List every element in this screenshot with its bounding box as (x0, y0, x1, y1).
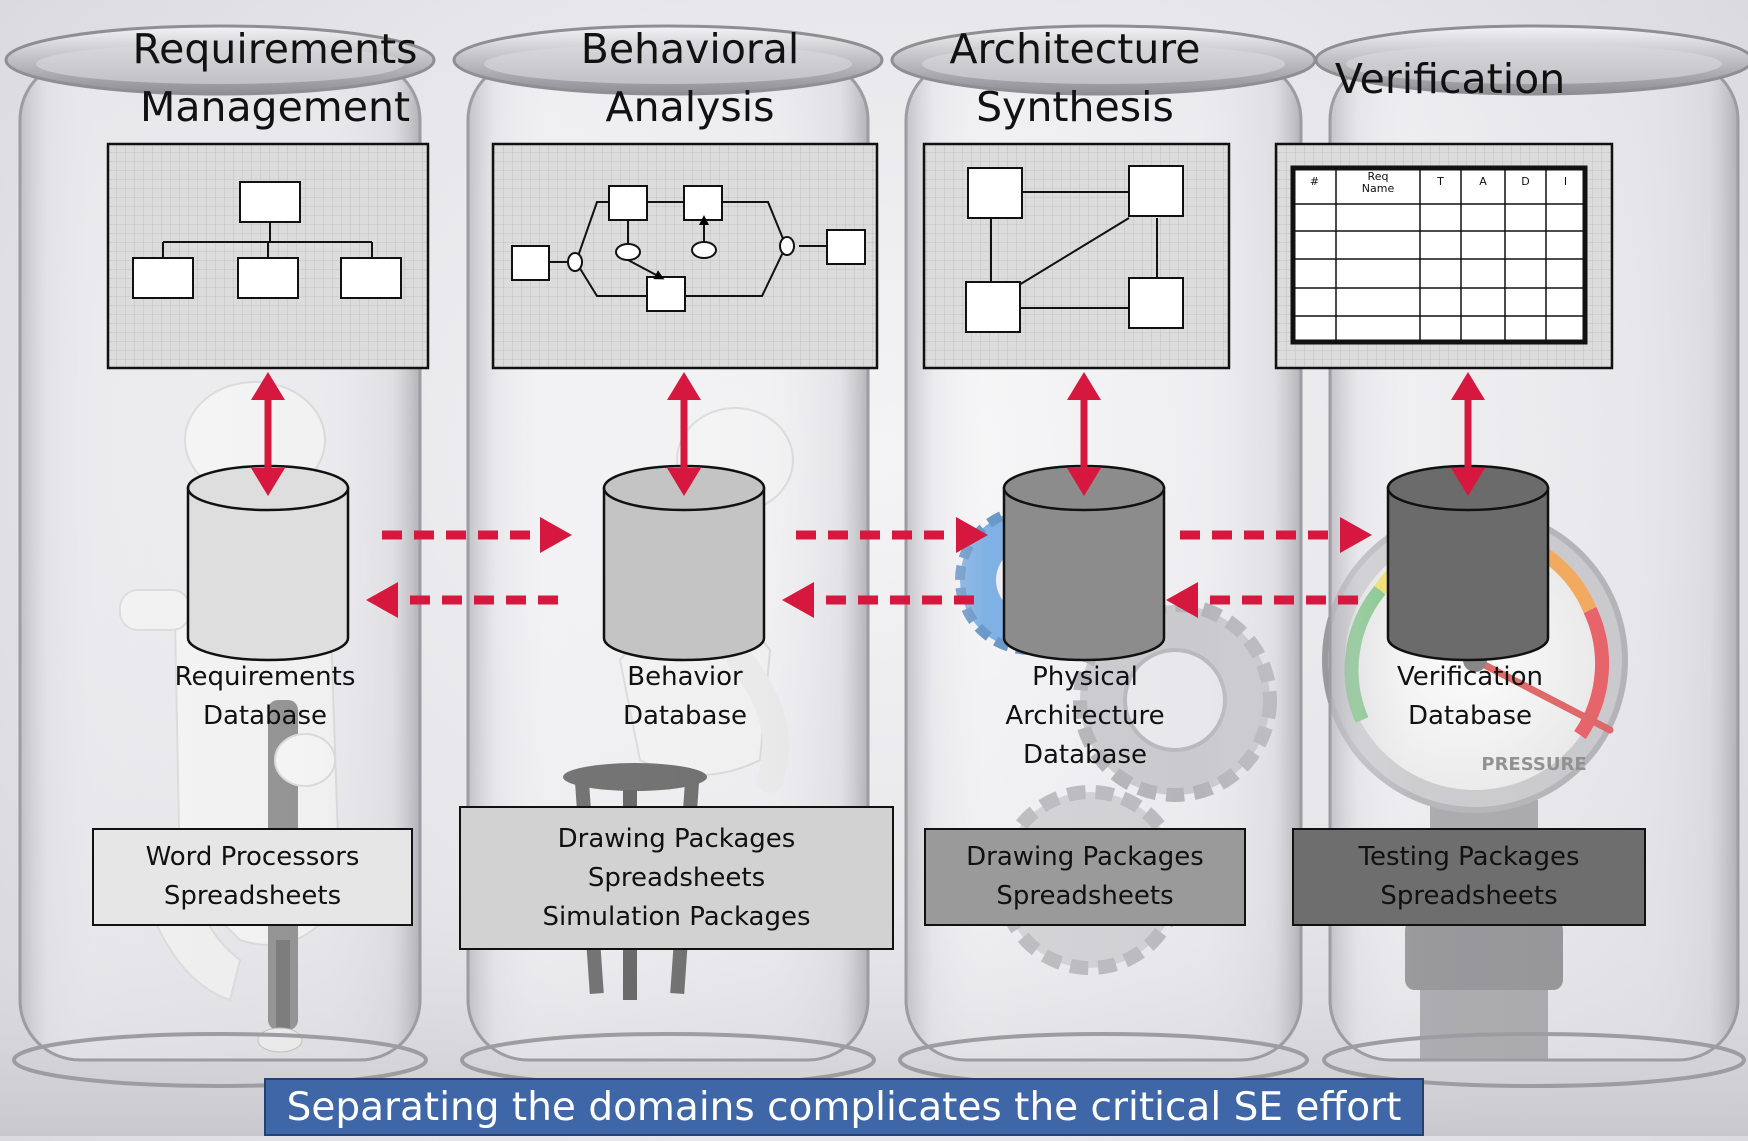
behavior-branch-line (575, 201, 609, 263)
behavior-node (779, 236, 795, 256)
arrowhead-right (956, 517, 988, 553)
arrowhead-right (540, 517, 572, 553)
hierarchy-child-box (237, 257, 299, 299)
column-title-architecture-synthesis: Architecture Synthesis (910, 20, 1240, 136)
glass-tube-opening (484, 44, 852, 84)
hierarchy-child-box (132, 257, 194, 299)
arrowhead-up (1067, 372, 1101, 400)
column-title-line: Behavioral (580, 25, 800, 73)
tool-item: Drawing Packages (557, 823, 796, 854)
arrowhead-down (251, 468, 285, 496)
behavior-function-box (683, 185, 723, 221)
verification-table-header: A (1479, 175, 1487, 188)
database-label-line: Architecture (1005, 701, 1165, 731)
arrowhead-up (251, 372, 285, 400)
arrowhead-left (782, 582, 814, 618)
column-title-line: Analysis (605, 83, 775, 131)
behavior-node (615, 243, 641, 261)
glass-tube-opening (1346, 44, 1722, 84)
summary-banner: Separating the domains complicates the c… (264, 1078, 1424, 1136)
glass-tube-opening (36, 44, 404, 84)
tool-item: Testing Packages (1358, 842, 1580, 872)
behavior-function-box (608, 185, 648, 221)
database-label-line: Verification (1396, 662, 1544, 692)
column-title-line: Management (139, 83, 411, 131)
column-title-line: Architecture (949, 25, 1201, 73)
hierarchy-root-box (239, 181, 301, 223)
column-title-line: Synthesis (976, 83, 1174, 131)
behavior-database-label: Behavior Database (560, 658, 810, 736)
database-cylinder-body (1386, 486, 1550, 662)
database-cylinder-body (602, 486, 766, 662)
behavior-branch-line (685, 245, 787, 297)
verification-table-header: # (1310, 175, 1319, 188)
tool-item: Spreadsheets (163, 881, 342, 911)
requirements-tools-box: Word Processors Spreadsheets (92, 828, 413, 926)
tool-item: Drawing Packages (966, 842, 1204, 872)
database-cylinder-body (186, 486, 350, 662)
column-title-behavioral-analysis: Behavioral Analysis (510, 20, 870, 136)
architecture-component-box (967, 167, 1023, 219)
column-title-verification: Verification (1300, 50, 1600, 108)
column-title-line: Requirements (132, 25, 418, 73)
behavior-branch-line (575, 261, 647, 297)
verification-table-header-word: Req (1368, 170, 1389, 183)
architecture-component-box (1128, 165, 1184, 217)
tool-item: Spreadsheets (587, 862, 766, 893)
database-label-line: Database (202, 701, 328, 731)
database-label-line: Database (622, 701, 748, 731)
verification-table-header: T (1436, 175, 1444, 188)
database-label-line: Database (1022, 740, 1148, 770)
hierarchy-child-box (340, 257, 402, 299)
verification-table-header-word: Name (1362, 182, 1395, 195)
behavior-connector (627, 259, 665, 280)
tool-item: Spreadsheets (1380, 881, 1558, 911)
database-label-line: Behavior (627, 662, 743, 692)
architecture-component-box (1128, 277, 1184, 329)
behavior-diagram-panel (491, 142, 879, 370)
column-title-line: Verification (1334, 55, 1566, 103)
verification-database-label: Verification Database (1345, 658, 1595, 736)
database-cylinder-body (1002, 486, 1166, 662)
verification-table (1290, 165, 1588, 345)
glass-tube-base (12, 1032, 428, 1088)
requirements-database-label: Requirements Database (140, 658, 390, 736)
arrowhead-down (667, 468, 701, 496)
arrowhead-down (1451, 468, 1485, 496)
architecture-connector (1018, 217, 1130, 286)
arrowhead-down (1067, 468, 1101, 496)
behavior-start-box (511, 245, 550, 281)
database-label-line: Database (1407, 701, 1533, 731)
behavior-function-box (646, 276, 686, 312)
connector-arrows (251, 372, 1485, 618)
verification-table-header: D (1521, 175, 1529, 188)
architecture-tools-box: Drawing Packages Spreadsheets (924, 828, 1246, 926)
behavior-tools-box: Drawing Packages Spreadsheets Simulation… (459, 806, 894, 950)
column-title-requirements-management: Requirements Management (110, 20, 440, 136)
behavior-node (567, 252, 583, 272)
arrowhead-right (1340, 517, 1372, 553)
architecture-component-box (965, 281, 1021, 333)
glass-tube-opening (922, 44, 1285, 84)
verification-table-header: I (1564, 175, 1567, 188)
database-label-line: Physical (1032, 662, 1138, 692)
behavior-node (691, 241, 717, 259)
arrowhead-left (366, 582, 398, 618)
physical-architecture-database-label: Physical Architecture Database (960, 658, 1210, 775)
database-label-line: Requirements (174, 662, 356, 692)
tool-item: Word Processors (145, 842, 360, 872)
arrowhead-up (1451, 372, 1485, 400)
glass-tube-base (1322, 1032, 1746, 1088)
behavior-end-box (826, 229, 866, 265)
arrowhead-up (667, 372, 701, 400)
verification-tools-box: Testing Packages Spreadsheets (1292, 828, 1646, 926)
tool-item: Spreadsheets (996, 881, 1174, 911)
tool-item: Simulation Packages (542, 901, 811, 932)
behavior-branch-line (722, 201, 787, 247)
arrowhead-left (1166, 582, 1198, 618)
